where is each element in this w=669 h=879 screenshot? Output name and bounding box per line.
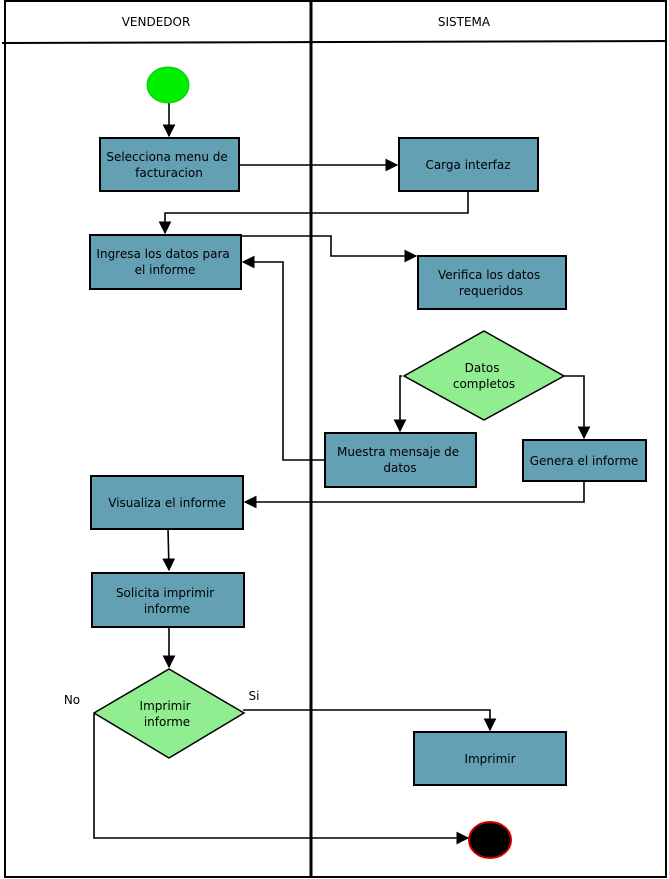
edge-genera-visualiza (243, 481, 585, 509)
edge-visualiza-solicita (162, 528, 176, 572)
edge-ingresa-verifica (241, 235, 418, 263)
node-ingresa[interactable]: Ingresa los datos para el informe (89, 234, 242, 290)
node-solicita[interactable]: Solicita imprimir informe (91, 572, 245, 628)
lane-title-sistema: SISTEMA (438, 15, 491, 29)
node-verifica[interactable]: Verifica los datos requeridos (417, 255, 567, 310)
edges: No Si (64, 103, 591, 845)
decision-imprimir-informe[interactable]: Imprimir informe (92, 668, 246, 759)
node-muestra[interactable]: Muestra mensaje de datos (324, 432, 477, 488)
node-ingresa-label: Ingresa los datos para el informe (96, 247, 233, 277)
edge-decision-genera (562, 375, 591, 440)
header-divider (1, 40, 667, 44)
lane-title-vendedor: VENDEDOR (122, 15, 191, 29)
node-visualiza-label: Visualiza el informe (108, 496, 225, 510)
decision-datos-completos-label: Datos completos (453, 361, 515, 391)
diagram-border (4, 0, 667, 878)
node-muestra-label: Muestra mensaje de datos (337, 445, 463, 475)
node-verifica-label: Verifica los datos requeridos (438, 268, 544, 298)
node-carga-label: Carga interfaz (425, 158, 510, 172)
start-node[interactable] (146, 66, 190, 104)
decision-imprimir-informe-label: Imprimir informe (140, 699, 195, 729)
node-imprimir[interactable]: Imprimir (413, 731, 567, 786)
node-genera[interactable]: Genera el informe (522, 439, 647, 482)
decision-datos-completos[interactable]: Datos completos (402, 330, 566, 421)
end-node[interactable] (468, 821, 512, 859)
node-selecciona-label: Selecciona menu de facturacion (106, 150, 231, 180)
edge-muestra-ingresa (241, 255, 325, 461)
node-carga[interactable]: Carga interfaz (398, 137, 539, 192)
node-imprimir-label: Imprimir (464, 752, 515, 766)
edge-label-no: No (64, 693, 80, 707)
edge-decision-imprimir (243, 709, 497, 732)
edge-label-si: Si (249, 689, 260, 703)
node-solicita-label: Solicita imprimir informe (116, 586, 218, 616)
edge-decision-muestra (393, 375, 407, 433)
node-visualiza[interactable]: Visualiza el informe (90, 475, 244, 530)
node-genera-label: Genera el informe (530, 454, 639, 468)
node-selecciona[interactable]: Selecciona menu de facturacion (99, 137, 240, 192)
edge-carga-ingresa (158, 191, 469, 235)
edge-decision-end (93, 714, 470, 845)
